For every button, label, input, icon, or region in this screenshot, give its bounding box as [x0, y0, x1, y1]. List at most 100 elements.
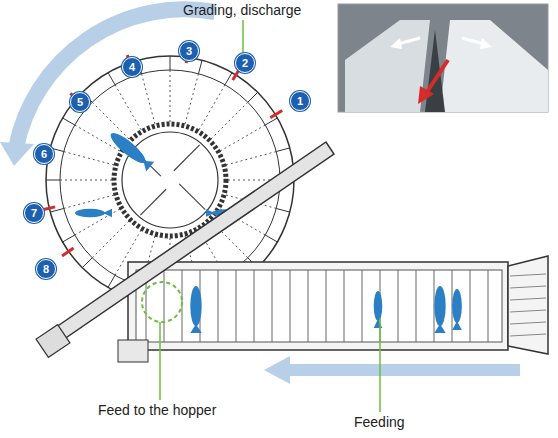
- conveyor-slat: [290, 270, 291, 342]
- leader-line: [159, 322, 161, 400]
- label-text: Feed to the hopper: [98, 402, 216, 418]
- rim-segment: [276, 148, 290, 152]
- conveyor-slat: [488, 270, 489, 342]
- fish-body: [190, 286, 201, 326]
- conveyor-slat: [326, 270, 327, 342]
- photo-white-arrow-head: [480, 38, 492, 49]
- callout-number: 4: [122, 57, 142, 77]
- conveyor-slat: [398, 270, 399, 342]
- tray-divider: [170, 70, 171, 122]
- tray-divider: [211, 102, 248, 139]
- inset-photo: [338, 4, 548, 112]
- rim-segment: [63, 235, 75, 242]
- conveyor-end-slat: [510, 334, 546, 336]
- fish-tail: [190, 324, 201, 333]
- fish-body: [452, 289, 462, 323]
- label-text: Grading, discharge: [183, 2, 301, 18]
- tray-divider: [64, 195, 114, 208]
- tray-divider: [92, 221, 129, 258]
- conveyor-frame: [128, 262, 508, 350]
- conveyor-slat: [254, 270, 255, 342]
- fish: [190, 286, 201, 333]
- tray-divider: [220, 125, 265, 151]
- rim-segment: [82, 258, 92, 268]
- callout-number: 7: [24, 203, 44, 223]
- conveyor-slat: [218, 270, 219, 342]
- fish-body: [434, 286, 445, 326]
- rim-segment: [265, 235, 277, 242]
- fish: [434, 286, 445, 333]
- fish: [452, 289, 462, 330]
- discharge-marker: [62, 248, 73, 256]
- tray-divider: [142, 74, 155, 124]
- photo-red-arrow-head: [418, 86, 434, 104]
- discharge-marker: [270, 110, 282, 117]
- conveyor-slat: [236, 270, 237, 342]
- rim-segment: [63, 118, 75, 125]
- hopper-marker: [142, 282, 182, 322]
- fish-tail: [434, 324, 445, 333]
- hub-ring: [114, 124, 226, 236]
- rim-segment: [276, 208, 290, 212]
- photo-white-arrow-head: [390, 38, 402, 49]
- rim-segment: [265, 118, 277, 125]
- tray-divider: [75, 209, 120, 235]
- photo-trough: [345, 20, 430, 112]
- feed-conveyor: [118, 256, 548, 362]
- photo-frame: [338, 4, 548, 112]
- feed-chute: [36, 142, 334, 357]
- callout-number: 3: [179, 41, 199, 61]
- leader-line: [379, 318, 381, 412]
- feed-direction-arrow: [264, 356, 520, 384]
- fish-tail: [103, 209, 112, 218]
- fish: [107, 129, 154, 171]
- callout-number: 2: [235, 53, 255, 73]
- photo-trough: [440, 20, 548, 112]
- chute-bar: [46, 142, 334, 346]
- label-text: Feeding: [354, 414, 405, 430]
- rim-segment: [108, 73, 115, 85]
- conveyor-base: [118, 340, 148, 362]
- tray-divider: [226, 152, 276, 165]
- conveyor-end-slat: [510, 274, 546, 276]
- conveyor-end-slat: [510, 310, 546, 312]
- rim-segment: [46, 180, 60, 181]
- conveyor-slat: [344, 270, 345, 342]
- rim-segment: [170, 56, 171, 70]
- chute-motor: [36, 325, 70, 358]
- fish-body: [107, 129, 149, 167]
- conveyor-slat: [470, 270, 471, 342]
- tray-divider: [92, 102, 129, 139]
- photo-red-arrow: [425, 60, 448, 95]
- conveyor-slat: [362, 270, 363, 342]
- rim-segment: [225, 73, 232, 85]
- tray-divider: [199, 85, 225, 130]
- callout-number: 5: [70, 92, 90, 112]
- hub-plate: [174, 145, 200, 171]
- fish-tail: [139, 156, 154, 171]
- conveyor-slat: [308, 270, 309, 342]
- fish-body: [374, 291, 383, 321]
- fish: [75, 209, 112, 218]
- conveyor-end-slat: [510, 298, 546, 300]
- conveyor-belt: [136, 270, 502, 342]
- callout-number: 8: [36, 259, 56, 279]
- callout-number: 6: [34, 144, 54, 164]
- fish: [374, 291, 383, 328]
- conveyor-slat: [416, 270, 417, 342]
- rim-segment: [248, 92, 258, 102]
- tray-divider: [60, 180, 112, 181]
- conveyor-slat: [164, 270, 165, 342]
- tray-divider: [185, 74, 198, 124]
- hub-plate: [140, 189, 166, 215]
- photo-white-arrow: [398, 38, 420, 44]
- photo-white-arrow: [462, 38, 484, 44]
- conveyor-end-slat: [510, 286, 546, 288]
- fish-tail: [206, 209, 215, 216]
- rim-segment: [198, 60, 202, 74]
- hub: [122, 132, 218, 228]
- fish-tail: [374, 319, 383, 328]
- callout-number: 1: [290, 91, 310, 111]
